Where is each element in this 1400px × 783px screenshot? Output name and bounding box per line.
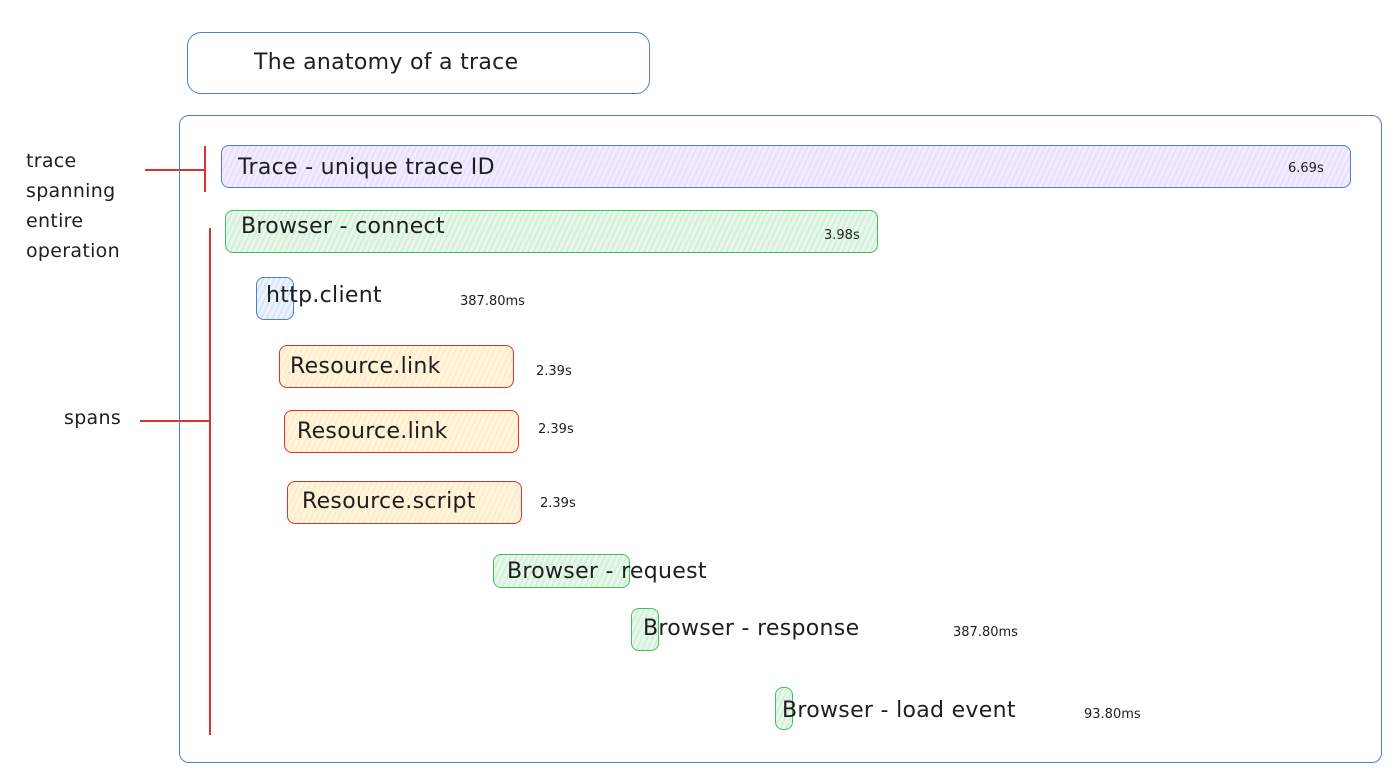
span-duration-resource-link-2: 2.39s	[538, 422, 574, 437]
span-bar-http-client	[256, 277, 294, 320]
span-name-http-client: http.client	[266, 283, 382, 308]
trace-label-line: trace	[26, 150, 77, 172]
title-box: The anatomy of a trace	[187, 32, 650, 94]
span-duration-browser-connect: 3.98s	[824, 228, 860, 243]
span-bar-resource-link	[279, 345, 514, 388]
trace-bar	[221, 145, 1351, 188]
span-duration-browser-response: 387.80ms	[953, 625, 1018, 640]
spans-bracket	[209, 228, 211, 735]
span-bar-resource-link-2	[284, 410, 519, 453]
span-bar-browser-request	[493, 554, 630, 588]
spans-pointer-line	[140, 420, 210, 422]
span-bar-browser-load-event	[775, 687, 793, 730]
span-bar-resource-script	[287, 481, 522, 524]
span-name-browser-load-event: Browser - load event	[782, 698, 1016, 723]
span-name-resource-script: Resource.script	[302, 489, 476, 514]
trace-duration: 6.69s	[1288, 161, 1324, 176]
span-duration-browser-load-event: 93.80ms	[1084, 707, 1141, 722]
span-name-resource-link-2: Resource.link	[297, 419, 448, 444]
trace-label-line: spanning	[26, 180, 116, 202]
trace-name: Trace - unique trace ID	[238, 155, 495, 180]
diagram-title: The anatomy of a trace	[254, 50, 519, 75]
trace-frame	[179, 115, 1382, 763]
span-name-browser-connect: Browser - connect	[241, 214, 445, 239]
trace-label: trace spanning entire operation	[26, 146, 120, 266]
trace-bracket	[204, 146, 206, 192]
trace-label-line: entire	[26, 210, 84, 232]
trace-label-line: operation	[26, 240, 120, 262]
span-name-browser-request: Browser - request	[507, 559, 707, 584]
span-duration-resource-script: 2.39s	[540, 496, 576, 511]
span-duration-http-client: 387.80ms	[460, 294, 525, 309]
span-name-resource-link: Resource.link	[290, 354, 441, 379]
span-duration-resource-link: 2.39s	[536, 364, 572, 379]
trace-pointer-line	[145, 169, 205, 171]
span-name-browser-response: Browser - response	[643, 616, 860, 641]
spans-label: spans	[64, 407, 122, 429]
span-bar-browser-response	[631, 608, 659, 651]
span-bar-browser-connect	[225, 210, 878, 253]
